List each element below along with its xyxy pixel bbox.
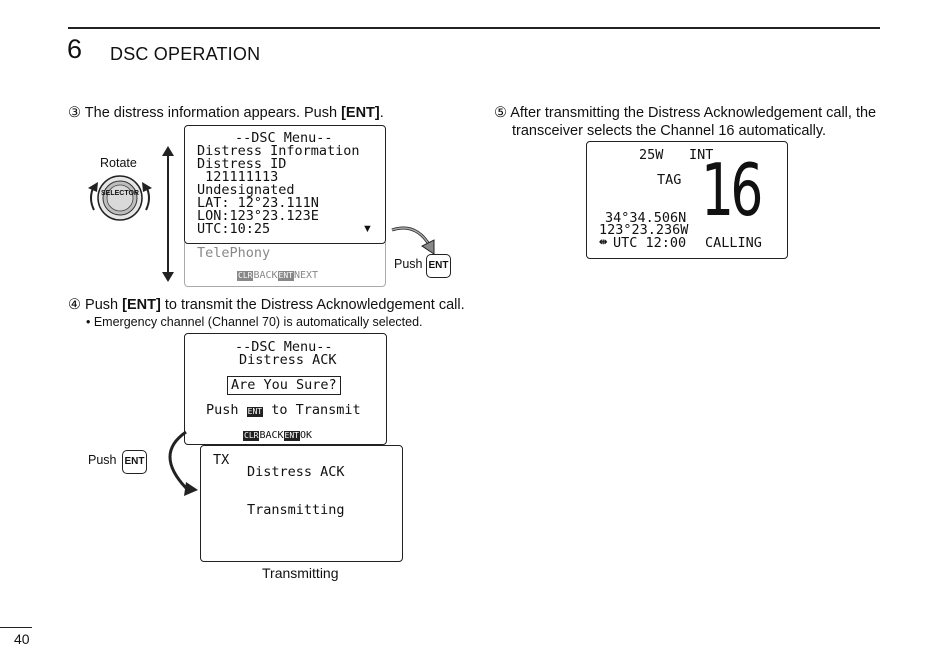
latitude: 34°34.506N — [605, 210, 687, 226]
display2-push-line: Push ENT to Transmit — [206, 402, 361, 418]
display1-line-6: LAT: 12°23.111N — [197, 195, 319, 211]
step-4-post: to transmit the Distress Acknowledgement… — [160, 297, 465, 313]
step-4-note: • Emergency channel (Channel 70) is auto… — [86, 315, 423, 329]
ent-button-1[interactable]: ENT — [426, 254, 451, 278]
display2-clr-label: BACK — [259, 430, 284, 441]
page-number-rule — [0, 627, 32, 628]
step-4-marker: ④ — [68, 297, 81, 313]
display1-line-7: LON:123°23.123E — [197, 208, 319, 224]
push-label-1: Push — [394, 257, 423, 271]
transmitting-caption: Transmitting — [262, 565, 339, 581]
transition-arrow-icon — [168, 430, 198, 496]
display1-line-3: Distress ID — [197, 156, 287, 172]
push-label-2: Push — [88, 453, 117, 467]
scroll-range-arrow-icon — [162, 146, 174, 282]
channel-16-display: 25W INT TAG 16 34°34.506N 123°23.236W ⇹ … — [586, 141, 788, 259]
display3-line-1: Distress ACK — [247, 464, 345, 480]
utc-time: UTC 12:00 — [613, 235, 687, 251]
display2-line-1: --DSC Menu-- — [235, 339, 333, 355]
display1-line-1: --DSC Menu-- — [235, 130, 333, 146]
curved-arrow-icon — [391, 226, 435, 255]
step-5-marker: ⑤ — [494, 105, 507, 121]
display1-line-2: Distress Information — [197, 143, 360, 159]
display2-push-key: ENT — [246, 407, 264, 417]
selector-knob-icon — [88, 175, 152, 221]
calling-status: CALLING — [705, 235, 762, 251]
display2-push-post: to Transmit — [263, 402, 361, 418]
clr-key-label: BACK — [253, 270, 278, 281]
step-3-marker: ③ — [68, 105, 81, 121]
clr-key: CLR — [237, 271, 254, 281]
display2-line-2: Distress ACK — [239, 352, 337, 368]
gps-icon: ⇹ — [599, 237, 608, 248]
chapter-number: 6 — [67, 34, 83, 64]
tag-indicator: TAG — [657, 172, 682, 188]
chapter-title: DSC OPERATION — [110, 44, 261, 64]
step-4-key: [ENT] — [122, 297, 161, 313]
step-4-text: ④ Push [ENT] to transmit the Distress Ac… — [68, 296, 465, 314]
selector-label: SELECTOR — [101, 190, 139, 197]
tx-indicator: TX — [213, 452, 230, 468]
display2-softkeys: CLRBACKENTOK — [243, 430, 312, 441]
display1-softkeys: CLRBACKENTNEXT — [237, 270, 318, 281]
scroll-down-icon: ▼ — [362, 223, 373, 235]
step-3-key: [ENT] — [341, 105, 380, 121]
display1-faded-line: TelePhony — [197, 245, 271, 261]
ent-key-label: NEXT — [294, 270, 319, 281]
step-3-body: The distress information appears. Push — [84, 105, 342, 121]
transmitting-display: TX Distress ACK Transmitting — [200, 445, 403, 562]
step-4-pre: Push — [85, 297, 123, 313]
ent-key: ENT — [277, 271, 294, 281]
channel-number: 16 — [701, 148, 763, 232]
step-3-end: . — [379, 105, 384, 121]
display1-hidden-area: TelePhony CLRBACKENTNEXT — [184, 242, 386, 287]
display2-ent-key: ENT — [283, 431, 300, 441]
display3-line-2: Transmitting — [247, 502, 345, 518]
ent-button-2[interactable]: ENT — [122, 450, 147, 474]
rotate-label: Rotate — [100, 156, 137, 170]
distress-info-display: --DSC Menu-- Distress Information Distre… — [184, 125, 386, 244]
step-5-line-1: After transmitting the Distress Acknowle… — [510, 105, 877, 121]
mode-indicator: INT — [689, 147, 714, 163]
display2-ent-label: OK — [300, 430, 313, 441]
page-number: 40 — [14, 631, 30, 647]
step-5-text: ⑤ After transmitting the Distress Acknow… — [494, 104, 876, 122]
step-5-line-2: transceiver selects the Channel 16 autom… — [512, 123, 827, 139]
display2-push-pre: Push — [206, 402, 247, 418]
header-rule — [68, 27, 880, 29]
display1-line-5: Undesignated — [197, 182, 295, 198]
distress-ack-confirm-display: --DSC Menu-- Distress ACK Are You Sure? … — [184, 333, 387, 445]
display1-line-8: UTC:10:25 — [197, 221, 271, 237]
display1-line-4: 121111113 — [197, 169, 279, 185]
confirm-box: Are You Sure? — [227, 376, 341, 395]
power-indicator: 25W — [639, 147, 664, 163]
longitude: 123°23.236W — [599, 222, 689, 238]
step-3-text: ③ The distress information appears. Push… — [68, 104, 384, 122]
display2-clr-key: CLR — [243, 431, 260, 441]
